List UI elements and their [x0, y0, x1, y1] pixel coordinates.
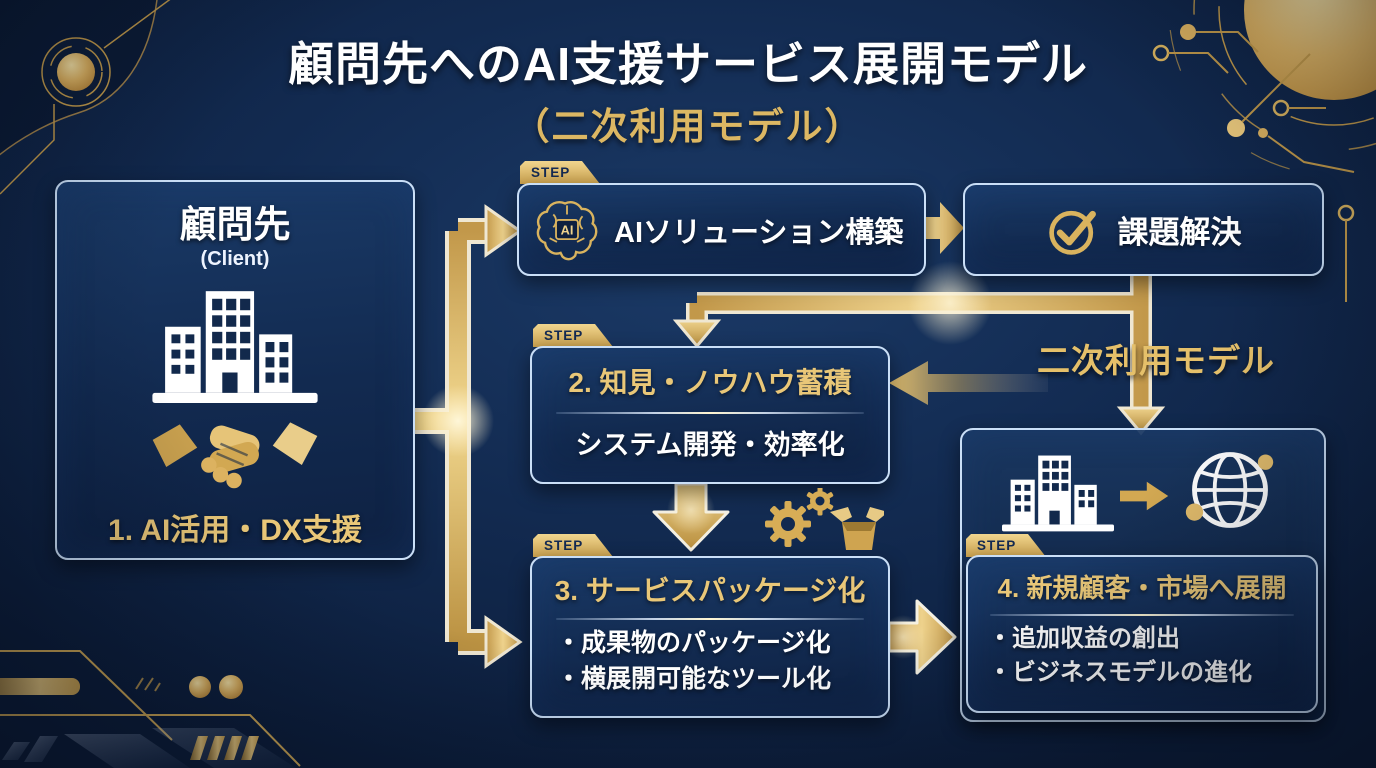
client-box-caption: 1. AI活用・DX支援 — [108, 514, 362, 547]
step-tab: STEP — [533, 534, 613, 557]
package-box: 3. サービスパッケージ化 ・成果物のパッケージ化 ・横展開可能なツール化 — [530, 556, 890, 718]
ai-solution-label: AIソリューション構築 — [614, 216, 904, 249]
expansion-box-title: 4. 新規顧客・市場へ展開 — [997, 573, 1287, 603]
step-tab: STEP — [533, 324, 613, 347]
secondary-model-label: 二次利用モデル — [1037, 342, 1275, 379]
client-box: 顧問先 (Client) — [55, 180, 415, 560]
step-tab: STEP — [966, 534, 1046, 557]
client-box-title: 顧問先 — [179, 204, 291, 245]
expansion-bullet: ・ビジネスモデルの進化 — [988, 659, 1252, 687]
handshake-icon — [152, 422, 318, 489]
knowledge-box-title: 2. 知見・ノウハウ蓄積 — [568, 367, 852, 398]
ai-solution-box: AI AIソリューション構築 — [517, 183, 926, 276]
problem-solving-label: 課題解決 — [1117, 215, 1242, 250]
step-tab-label: STEP — [531, 165, 571, 180]
package-box-title: 3. サービスパッケージ化 — [554, 575, 866, 606]
circuit-decoration-top-left — [0, 0, 171, 195]
expansion-box: 4. 新規顧客・市場へ展開 ・追加収益の創出 ・ビジネスモデルの進化 — [966, 555, 1318, 713]
expansion-bullet: ・追加収益の創出 — [988, 625, 1180, 652]
client-box-subtitle: (Client) — [200, 248, 270, 270]
divider — [556, 412, 864, 414]
ai-brain-icon: AI — [536, 200, 598, 260]
divider — [556, 618, 864, 620]
step-tab-label: STEP — [544, 538, 584, 553]
gears-package-icon — [765, 488, 884, 550]
globe-icon — [1185, 452, 1274, 528]
buildings-icon — [152, 291, 318, 403]
package-bullet: ・横展開可能なツール化 — [556, 664, 832, 693]
check-circle-icon — [1048, 210, 1096, 255]
package-bullet: ・成果物のパッケージ化 — [556, 629, 831, 657]
divider — [990, 614, 1294, 616]
step-tab: STEP — [520, 161, 600, 184]
svg-text:AI: AI — [561, 222, 574, 237]
hud-decoration-bottom-left — [0, 650, 301, 768]
step-tab-label: STEP — [544, 328, 584, 343]
arrow-right-icon — [1120, 481, 1169, 511]
step-tab-label: STEP — [977, 538, 1017, 553]
problem-solving-box: 課題解決 — [963, 183, 1324, 276]
buildings-icon — [1002, 455, 1114, 532]
expansion-outer-box: STEP 4. 新規顧客・市場へ展開 ・追加収益の創出 ・ビジネスモデルの進化 — [960, 428, 1326, 722]
page-title: 顧問先へのAI支援サービス展開モデル — [288, 38, 1088, 90]
knowledge-box: 2. 知見・ノウハウ蓄積 システム開発・効率化 — [530, 346, 890, 484]
page-subtitle: （二次利用モデル） — [512, 106, 864, 147]
knowledge-box-body: システム開発・効率化 — [575, 430, 845, 460]
circuit-decoration-top-right — [1152, 0, 1376, 302]
